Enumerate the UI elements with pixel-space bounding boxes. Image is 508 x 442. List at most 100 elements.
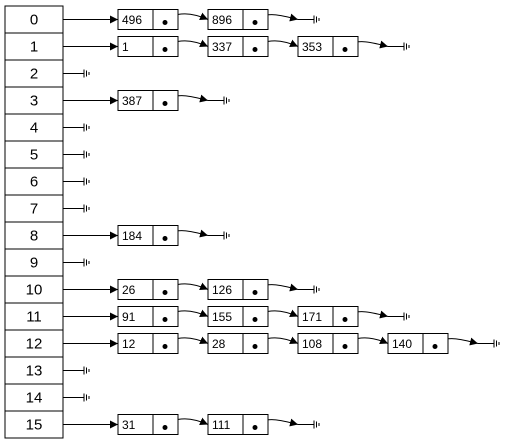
node-value-label: 184 — [122, 229, 142, 243]
bucket-index-label: 2 — [30, 66, 38, 83]
null-terminator-icon — [83, 177, 90, 186]
table-cell: 9 — [4, 248, 64, 277]
node-box — [207, 333, 269, 354]
table-cell: 3 — [4, 86, 64, 115]
node-value-label: 31 — [122, 418, 136, 432]
node-box — [117, 36, 179, 57]
table-cell: 1 — [4, 32, 64, 61]
table-cell-box — [4, 194, 64, 223]
null-terminator-icon — [83, 393, 90, 402]
table-cell-box — [4, 32, 64, 61]
node-value-label: 496 — [122, 13, 142, 27]
node-box — [297, 306, 359, 327]
table-cell: 7 — [4, 194, 64, 223]
table-cell-box — [4, 356, 64, 385]
bucket-index-label: 1 — [30, 39, 38, 56]
node-value-label: 126 — [212, 283, 232, 297]
list-node: 28 — [207, 333, 269, 354]
null-terminator-icon — [313, 420, 320, 429]
bucket-index-label: 5 — [30, 147, 38, 164]
next-pointer-dot — [162, 101, 168, 106]
list-node: 108 — [297, 333, 359, 354]
null-terminator-icon — [493, 339, 500, 348]
node-box — [207, 414, 269, 435]
node-box — [117, 414, 179, 435]
null-terminator-icon — [83, 123, 90, 132]
bucket-index-label: 14 — [26, 390, 43, 407]
next-pointer-dot — [162, 425, 168, 430]
table-cell: 13 — [4, 356, 64, 385]
node-value-label: 91 — [122, 310, 136, 324]
list-node: 140 — [387, 333, 449, 354]
next-pointer-dot — [252, 290, 258, 295]
node-value-label: 26 — [122, 283, 136, 297]
node-box — [117, 225, 179, 246]
bucket-index-label: 9 — [30, 255, 38, 272]
table-cell: 11 — [4, 302, 64, 331]
node-box — [117, 279, 179, 300]
node-value-label: 140 — [392, 337, 412, 351]
next-pointer-dot — [162, 344, 168, 349]
bucket-index-label: 10 — [26, 282, 43, 299]
list-node: 496 — [117, 9, 179, 30]
null-terminator-icon — [83, 204, 90, 213]
table-cell-box — [4, 140, 64, 169]
node-box — [387, 333, 449, 354]
next-pointer-dot — [342, 47, 348, 52]
node-value-label: 155 — [212, 310, 232, 324]
table-cell: 2 — [4, 59, 64, 88]
null-terminator-icon — [403, 312, 410, 321]
node-box — [207, 306, 269, 327]
list-node: 111 — [207, 414, 269, 435]
null-terminator-icon — [223, 96, 230, 105]
node-value-label: 12 — [122, 337, 136, 351]
table-cell: 14 — [4, 383, 64, 412]
table-cell-box — [4, 410, 64, 439]
next-pointer-dot — [252, 47, 258, 52]
table-cell-box — [4, 5, 64, 34]
bucket-index-label: 6 — [30, 174, 38, 191]
next-pointer-dot — [252, 20, 258, 25]
bucket-index-label: 15 — [26, 417, 43, 434]
node-value-label: 108 — [302, 337, 322, 351]
list-node: 387 — [117, 90, 179, 111]
bucket-index-label: 11 — [26, 309, 42, 326]
node-box — [297, 36, 359, 57]
next-pointer-dot — [162, 20, 168, 25]
table-cell: 0 — [4, 5, 64, 34]
table-cell: 5 — [4, 140, 64, 169]
node-value-label: 387 — [122, 94, 142, 108]
next-pointer-dot — [342, 344, 348, 349]
null-terminator-icon — [83, 258, 90, 267]
null-terminator-icon — [83, 150, 90, 159]
table-cell: 10 — [4, 275, 64, 304]
node-box — [117, 333, 179, 354]
list-node: 184 — [117, 225, 179, 246]
bucket-index-label: 0 — [30, 12, 38, 29]
table-cell: 6 — [4, 167, 64, 196]
table-cell-box — [4, 248, 64, 277]
table-cell: 8 — [4, 221, 64, 250]
list-node: 126 — [207, 279, 269, 300]
list-node: 353 — [297, 36, 359, 57]
node-value-label: 1 — [122, 40, 129, 54]
node-box — [117, 9, 179, 30]
bucket-index-label: 8 — [30, 228, 38, 245]
list-node: 337 — [207, 36, 269, 57]
table-cell: 12 — [4, 329, 64, 358]
node-box — [207, 36, 269, 57]
null-terminator-icon — [223, 231, 230, 240]
list-node: 26 — [117, 279, 179, 300]
null-terminator-icon — [403, 42, 410, 51]
list-node: 31 — [117, 414, 179, 435]
node-box — [117, 90, 179, 111]
bucket-index-label: 12 — [26, 336, 43, 353]
node-box — [207, 279, 269, 300]
node-box — [297, 333, 359, 354]
node-value-label: 111 — [212, 418, 231, 432]
list-node: 1 — [117, 36, 179, 57]
list-node: 155 — [207, 306, 269, 327]
